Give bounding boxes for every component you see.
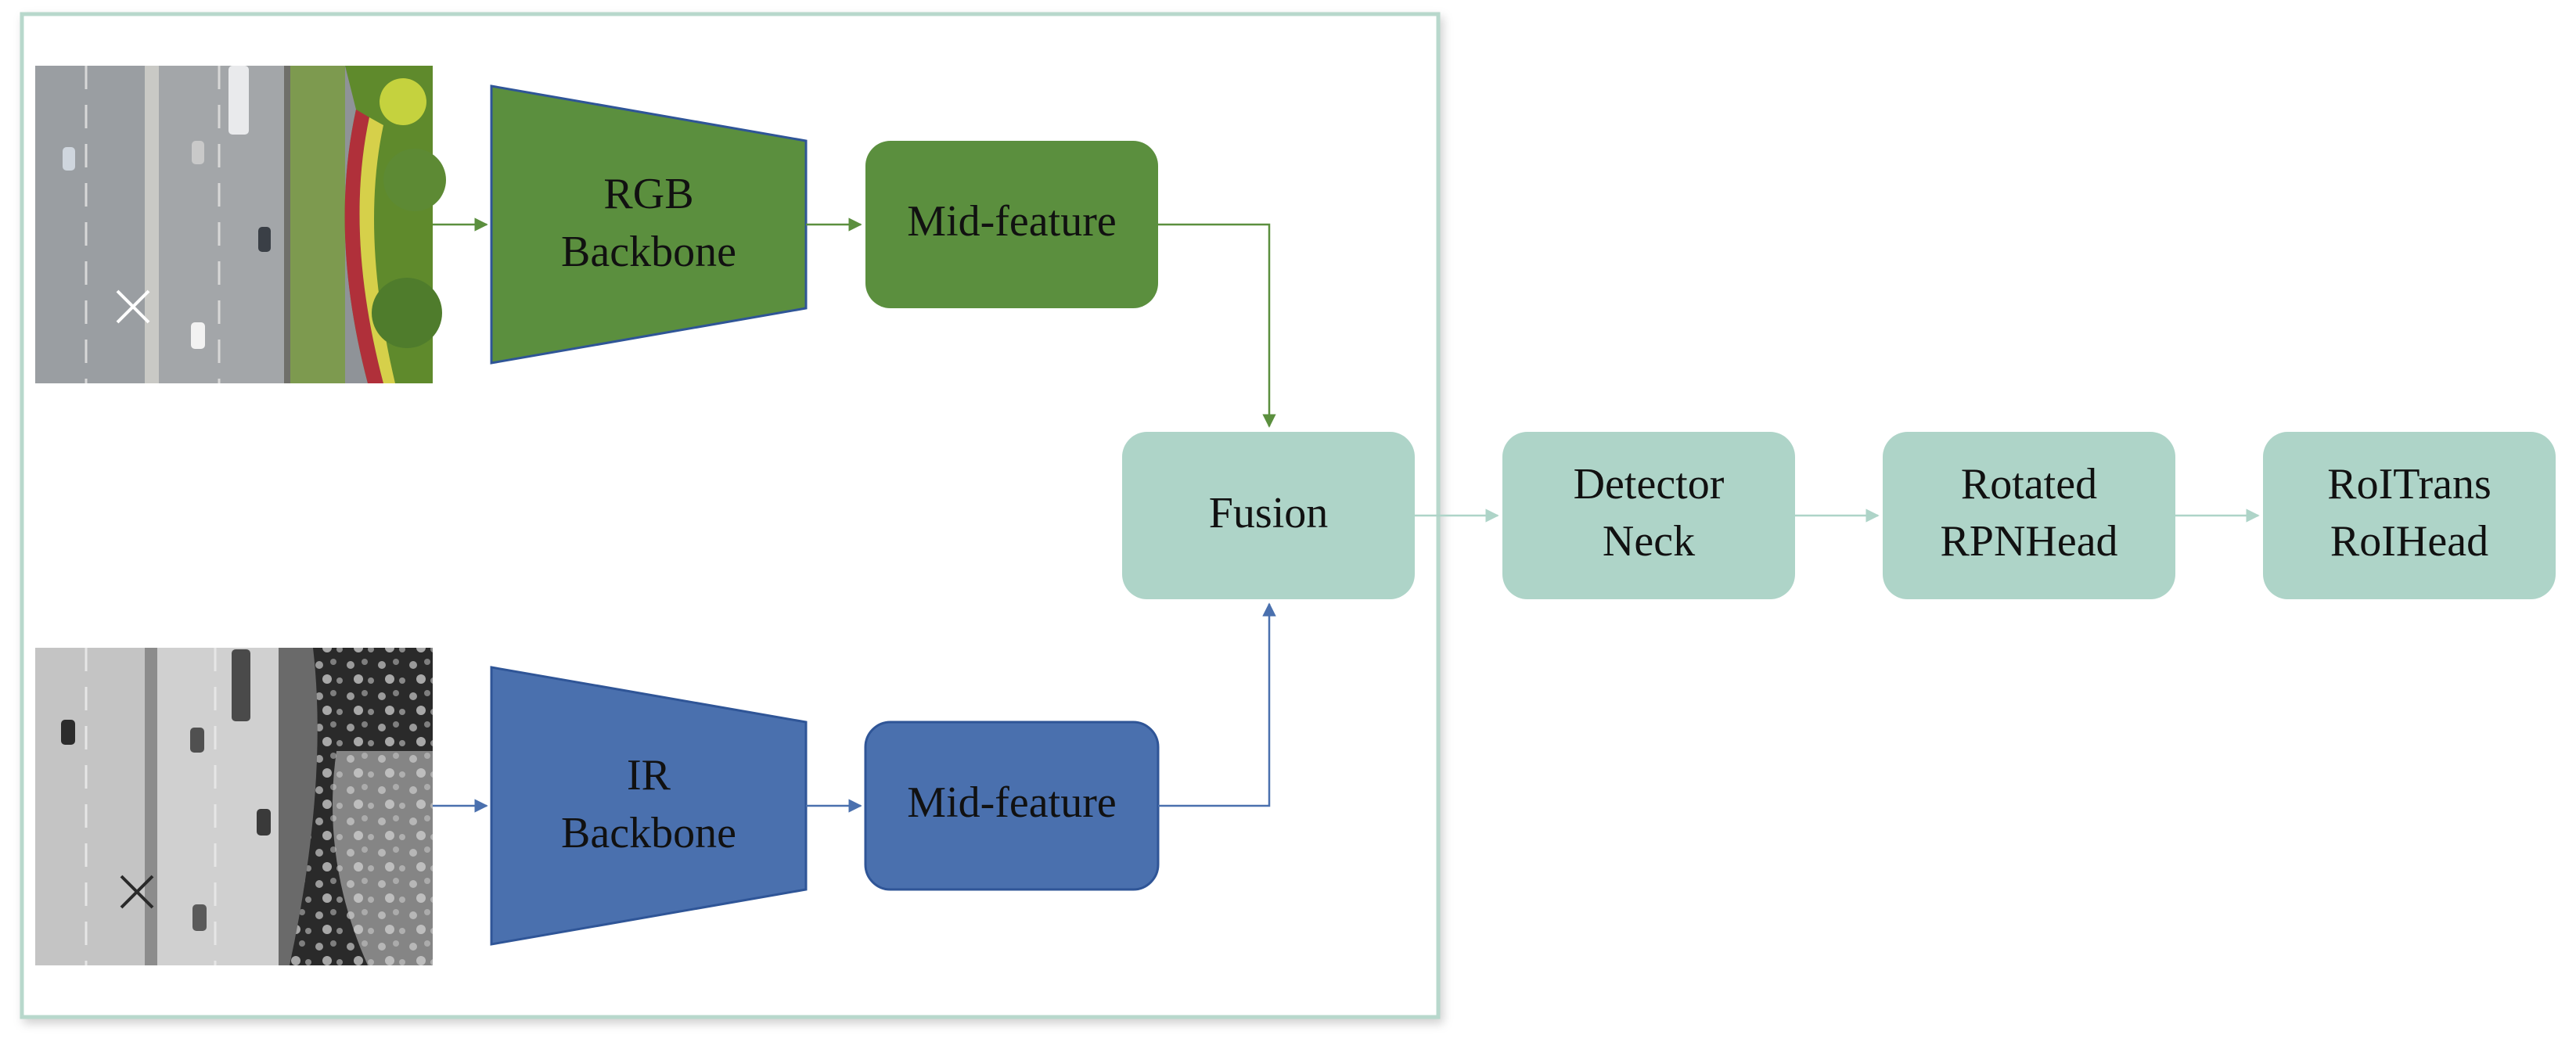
roitrans-roihead-label-line2: RoIHead [2330,517,2488,566]
roitrans-roihead-box [2263,432,2556,599]
rgb-backbone-trapezoid [490,84,808,365]
rotated-rpnhead-box [1883,432,2175,599]
rgb-backbone-label-line1: RGB [603,170,693,218]
ir-mid-feature-label: Mid-feature [907,778,1116,827]
ir-midfeature-to-fusion-arrow [1158,602,1276,807]
detector-neck-label-line2: Neck [1603,517,1695,566]
ir-backbone-label-line2: Backbone [561,809,736,857]
rgb-midfeature-to-fusion-arrow [1158,223,1276,428]
rgb-mid-feature-label: Mid-feature [907,197,1116,246]
rotated-rpnhead-label-line1: Rotated [1961,460,2097,509]
ir-aerial-image [35,648,433,965]
rgb-backbone-label-line2: Backbone [561,228,736,276]
detector-neck-label-line1: Detector [1574,460,1725,509]
ir-backbone-trapezoid [490,666,808,946]
rgb-mid-feature-box [865,141,1158,308]
rotated-rpnhead-label-line2: RPNHead [1940,517,2117,566]
ir-backbone-label-line1: IR [627,751,671,800]
fusion-box [1122,432,1415,599]
fusion-label: Fusion [1209,489,1329,537]
rgb-aerial-image [35,66,446,383]
detector-neck-box [1502,432,1795,599]
roitrans-roihead-label-line1: RoITrans [2327,460,2491,509]
